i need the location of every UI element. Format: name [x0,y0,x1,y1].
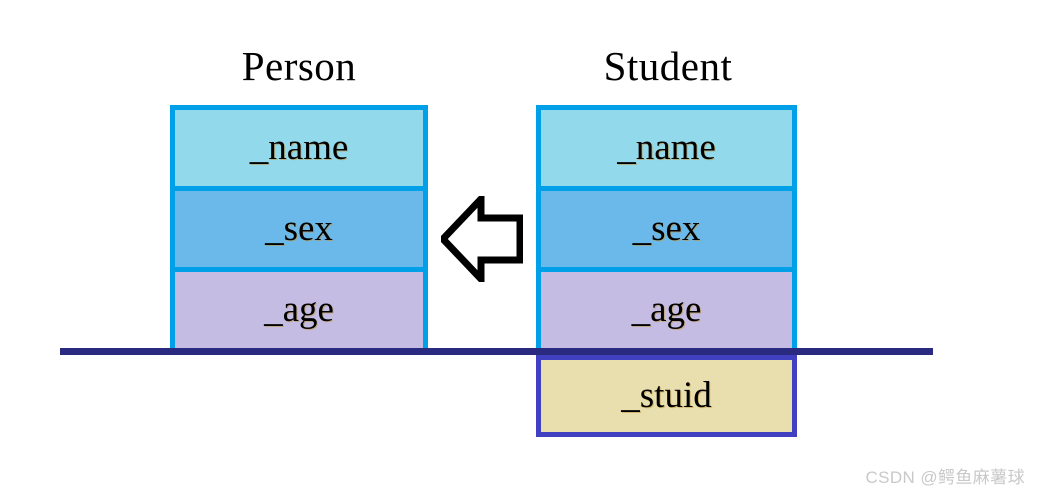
base-field-row-name: _name [175,110,423,186]
arrow-left-block-shape [438,190,524,288]
derived-field-row-age: _age [541,267,792,348]
arrow-left-block-svg [438,190,524,288]
derived-field-row-sex: _sex [541,186,792,267]
derived-class-inherited-box: _name _sex _age [536,105,797,353]
derived-field-label-name: _name [617,126,716,168]
csdn-watermark: CSDN @鳄鱼麻薯球 [865,468,1025,487]
base-class-box: _name _sex _age [170,105,428,353]
derived-class-title: Student [603,43,733,89]
inheritance-boundary-line [60,348,933,355]
base-field-row-age: _age [175,267,423,348]
derived-field-row-name: _name [541,110,792,186]
derived-field-label-sex: _sex [632,207,701,249]
base-field-label-name: _name [249,126,349,168]
derived-own-field-row-stuid: _stuid [536,355,797,437]
derived-field-label-age: _age [631,288,702,330]
base-field-row-sex: _sex [175,186,423,267]
base-field-label-age: _age [264,288,334,330]
base-field-label-sex: _sex [265,207,333,249]
base-class-title: Person [241,43,357,89]
arrow-left-block-icon [438,190,524,288]
derived-own-field-label-stuid: _stuid [621,374,712,416]
